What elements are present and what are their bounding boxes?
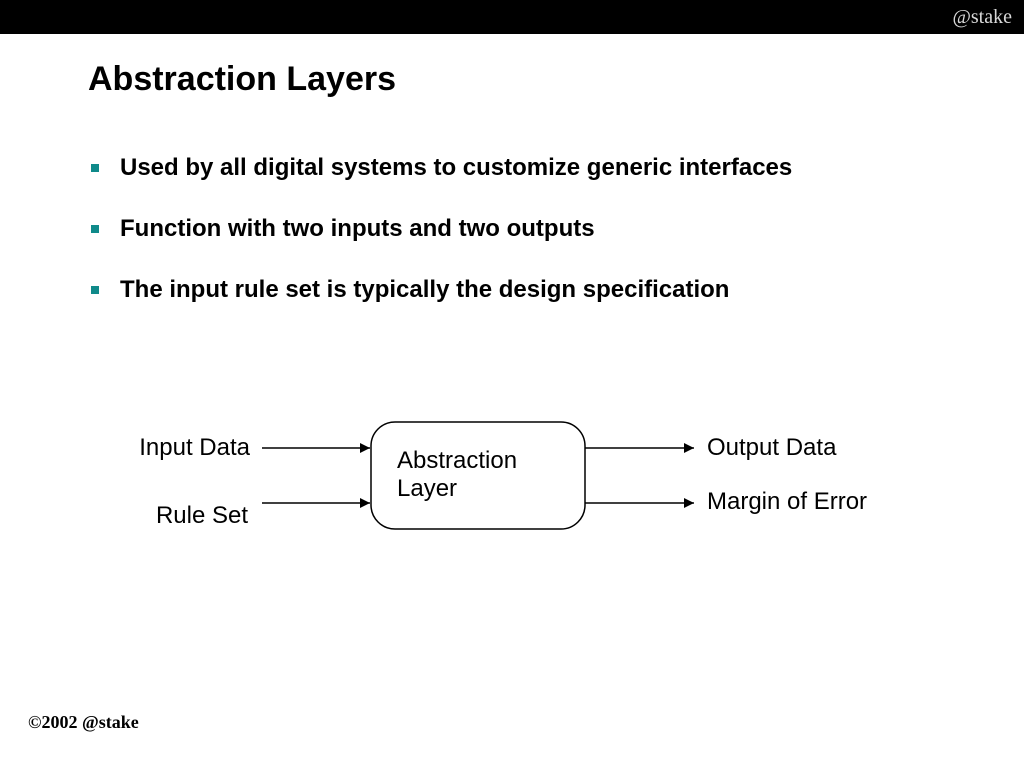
top-bar: @stake bbox=[0, 0, 1024, 34]
margin-of-error-label: Margin of Error bbox=[707, 488, 867, 515]
box-label-line-1: Abstraction bbox=[397, 447, 517, 474]
input-data-label: Input Data bbox=[139, 434, 250, 461]
bullet-item: The input rule set is typically the desi… bbox=[88, 272, 988, 333]
rule-set-label: Rule Set bbox=[156, 502, 248, 529]
square-bullet-icon bbox=[91, 164, 99, 172]
bullet-text: The input rule set is typically the desi… bbox=[120, 276, 730, 303]
bullet-text: Used by all digital systems to customize… bbox=[120, 154, 793, 181]
box-label-line-2: Layer bbox=[397, 475, 457, 502]
output-data-label: Output Data bbox=[707, 434, 837, 461]
bullet-item: Used by all digital systems to customize… bbox=[88, 150, 988, 211]
bullet-item: Function with two inputs and two outputs bbox=[88, 211, 988, 272]
square-bullet-icon bbox=[91, 286, 99, 294]
bullet-list: Used by all digital systems to customize… bbox=[88, 150, 988, 333]
square-bullet-icon bbox=[91, 225, 99, 233]
abstraction-layer-box bbox=[370, 421, 586, 530]
bullet-text: Function with two inputs and two outputs bbox=[120, 215, 595, 242]
slide-title: Abstraction Layers bbox=[88, 60, 396, 98]
brand-logo: @stake bbox=[952, 6, 1012, 28]
copyright-footer: ©2002 @stake bbox=[28, 712, 139, 732]
